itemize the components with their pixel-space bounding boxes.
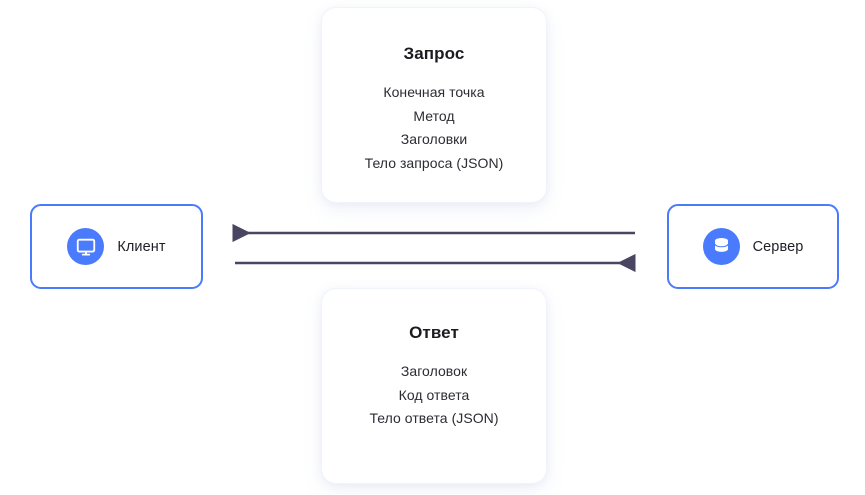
database-icon bbox=[702, 228, 740, 265]
server-node-label: Сервер bbox=[752, 238, 804, 255]
request-item: Тело запроса (JSON) bbox=[364, 154, 504, 171]
client-node[interactable]: Клиент bbox=[30, 204, 203, 289]
request-item: Метод bbox=[413, 107, 455, 124]
server-node[interactable]: Сервер bbox=[667, 204, 839, 289]
response-item: Заголовок bbox=[400, 363, 468, 379]
request-item: Конечная точка bbox=[383, 84, 485, 100]
monitor-icon bbox=[67, 228, 105, 265]
request-arrow bbox=[235, 253, 636, 273]
request-card: Запрос Конечная точка Метод Заголовки Те… bbox=[322, 8, 546, 202]
response-item: Тело ответа (JSON) bbox=[369, 410, 499, 426]
response-item-list: Заголовок Код ответа Тело ответа (JSON) bbox=[322, 360, 546, 431]
request-card-title: Запрос bbox=[403, 44, 465, 63]
response-card: Ответ Заголовок Код ответа Тело ответа (… bbox=[322, 289, 546, 483]
request-item-list: Конечная точка Метод Заголовки Тело запр… bbox=[322, 81, 546, 175]
client-node-content: Клиент bbox=[67, 228, 166, 265]
request-item: Заголовки bbox=[400, 131, 468, 147]
response-item: Код ответа bbox=[398, 386, 470, 403]
response-card-title: Ответ bbox=[409, 323, 459, 342]
server-node-content: Сервер bbox=[702, 228, 804, 265]
client-node-label: Клиент bbox=[117, 238, 166, 255]
response-arrow bbox=[232, 223, 635, 243]
